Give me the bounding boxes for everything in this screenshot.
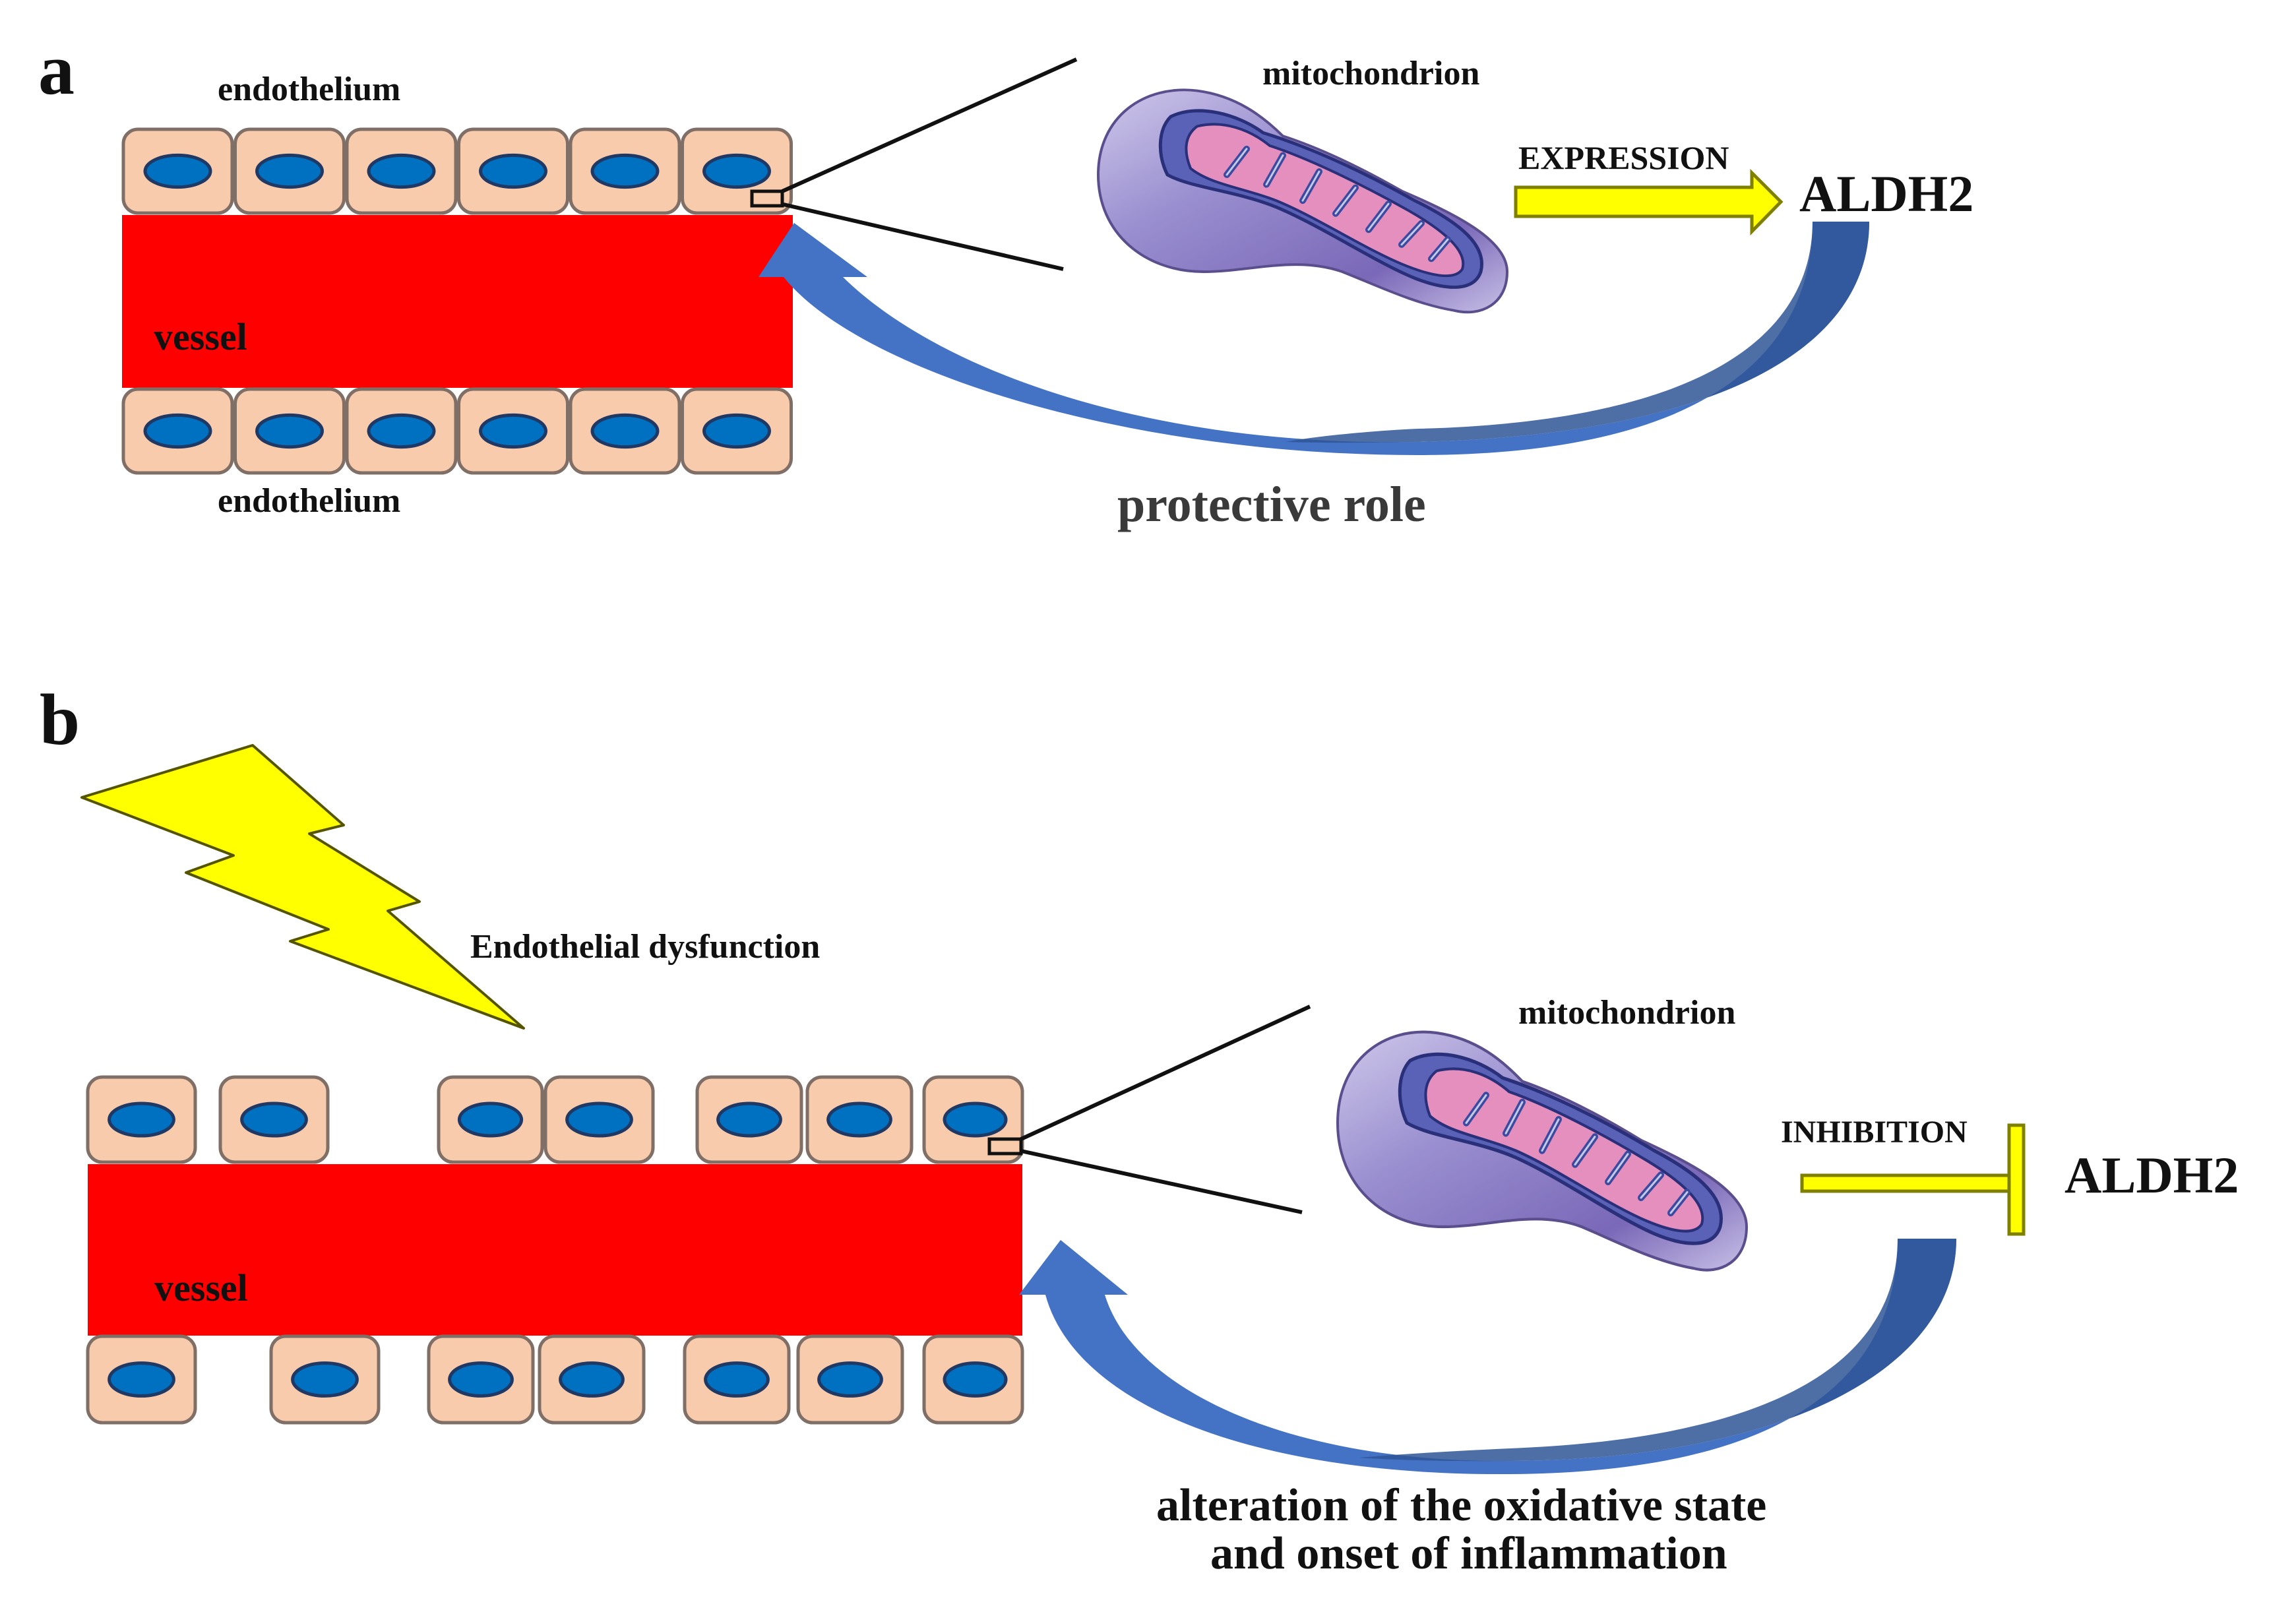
nucleus-icon [716, 1101, 782, 1138]
nucleus-icon [255, 153, 324, 189]
vessel-label: vessel [154, 315, 247, 358]
endothelial-cell [121, 127, 234, 215]
panel-b: b Endothelial dysfunction vessel mitocho… [40, 679, 2239, 1579]
endothelial-cell [218, 1075, 330, 1164]
endothelial-cell [86, 1334, 197, 1425]
endothelial-cell [457, 387, 569, 475]
effect-label-line1: alteration of the oxidative state [1156, 1480, 1766, 1531]
endothelial-cell [457, 127, 569, 215]
inhibition-bar-shaft [1800, 1173, 2012, 1193]
zoom-line-upper [1020, 1005, 1311, 1141]
feedback-arrow-shade [1359, 1239, 1956, 1462]
nucleus-icon [817, 1361, 883, 1398]
protective-role-label: protective role [1117, 477, 1426, 532]
endothelial-cell [543, 1075, 655, 1164]
vessel-label: vessel [154, 1266, 248, 1309]
nucleus-icon [367, 153, 436, 189]
nucleus-icon [826, 1101, 892, 1138]
nucleus-icon [479, 153, 547, 189]
panel-letter-b: b [40, 679, 80, 760]
zoom-region-box [987, 1137, 1023, 1156]
endothelial-cell [695, 1075, 803, 1164]
nucleus-icon [943, 1101, 1008, 1138]
zoom-line-lower [783, 202, 1064, 271]
endothelial-cell [345, 387, 458, 475]
oxidative-feedback-arrow-icon [1019, 1239, 1956, 1475]
panel-a: a endothelium vessel endothelium mitocho… [38, 29, 1973, 532]
nucleus-icon [702, 153, 771, 189]
nucleus-icon [367, 413, 436, 449]
nucleus-icon [702, 413, 771, 449]
endothelial-cell [233, 127, 346, 215]
endothelial-cell [538, 1334, 646, 1425]
endothelial-dysfunction-label: Endothelial dysfunction [470, 928, 820, 966]
vessel-lumen [122, 215, 793, 388]
inhibition-bar-icon [2007, 1123, 2026, 1236]
endothelial-cell [121, 387, 234, 475]
nucleus-icon [590, 153, 660, 189]
nucleus-icon [590, 413, 660, 449]
nucleus-icon [479, 413, 547, 449]
zoom-region-box [750, 189, 784, 208]
nucleus-icon [943, 1361, 1008, 1398]
aldh2-label-a: ALDH2 [1799, 165, 1973, 222]
zoom-line-lower [1020, 1149, 1303, 1214]
endothelium-top-layer-damaged [86, 1075, 1024, 1164]
endothelial-cell [86, 1075, 197, 1164]
aldh2-label-b: ALDH2 [2064, 1146, 2239, 1204]
mitochondrion-label: mitochondrion [1262, 55, 1479, 92]
nucleus-icon [143, 413, 212, 449]
mitochondrion-icon [1338, 1032, 1747, 1270]
endothelium-top-label: endothelium [218, 71, 400, 108]
expression-label: EXPRESSION [1518, 139, 1729, 176]
endothelial-cell [681, 387, 793, 475]
endothelial-cell [569, 387, 681, 475]
endothelial-cell [427, 1334, 535, 1425]
nucleus-icon [291, 1361, 359, 1398]
lightning-bolt-icon [80, 744, 525, 1030]
endothelium-bottom-layer [121, 387, 793, 475]
endothelium-bottom-label: endothelium [218, 482, 400, 520]
protective-feedback-arrow-icon [759, 222, 1869, 455]
effect-label-line2: and onset of inflammation [1210, 1528, 1727, 1579]
nucleus-icon [457, 1101, 524, 1138]
endothelium-bottom-layer-damaged [86, 1334, 1024, 1425]
nucleus-icon [704, 1361, 770, 1398]
nucleus-icon [565, 1101, 633, 1138]
panel-letter-a: a [38, 29, 75, 109]
endothelial-cell [233, 387, 346, 475]
nucleus-icon [255, 413, 324, 449]
feedback-arrow-shade [1286, 222, 1869, 443]
nucleus-icon [240, 1101, 308, 1138]
endothelial-cell [805, 1075, 914, 1164]
nucleus-icon [108, 1361, 175, 1398]
mitochondrion-icon [1098, 90, 1507, 312]
zoom-line-upper [781, 57, 1078, 193]
endothelial-cell [437, 1075, 544, 1164]
expression-arrow-icon [1514, 168, 1784, 236]
endothelial-cell [796, 1334, 904, 1425]
nucleus-icon [108, 1101, 175, 1138]
nucleus-icon [448, 1361, 514, 1398]
endothelial-cell [269, 1334, 381, 1425]
endothelial-cell [683, 1334, 791, 1425]
inhibition-label: INHIBITION [1781, 1115, 1968, 1150]
vessel-lumen [88, 1164, 1022, 1336]
endothelial-cell [345, 127, 458, 215]
nucleus-icon [143, 153, 212, 189]
endothelium-top-layer [121, 127, 793, 215]
endothelial-cell [922, 1334, 1024, 1425]
endothelial-cell [569, 127, 681, 215]
mitochondrion-label: mitochondrion [1518, 994, 1735, 1032]
nucleus-icon [559, 1361, 625, 1398]
